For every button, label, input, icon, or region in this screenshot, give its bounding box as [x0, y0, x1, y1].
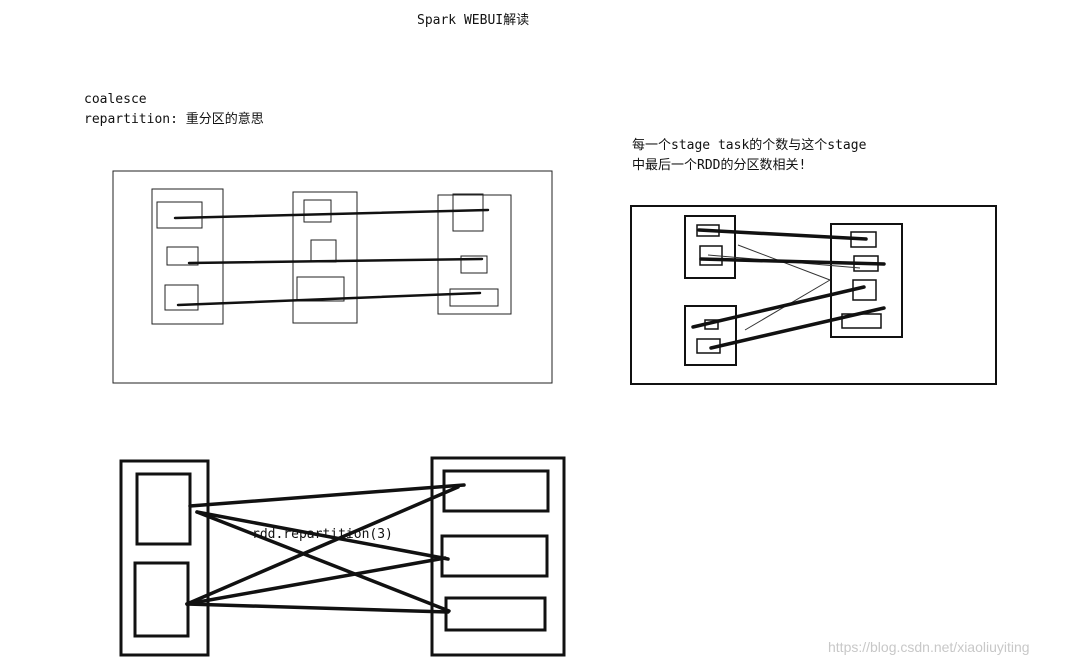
partition — [164, 284, 199, 311]
dependency-line — [173, 208, 490, 220]
partition — [156, 201, 203, 229]
rdd-box-b — [292, 191, 358, 324]
partition — [135, 472, 192, 546]
partition — [442, 469, 550, 513]
partition — [699, 245, 723, 266]
rdd-box-lower — [684, 305, 737, 366]
partition — [166, 246, 199, 266]
shuffle-line — [188, 483, 466, 508]
dependency-line — [691, 285, 866, 329]
shuffle-line — [195, 510, 451, 613]
diagram-title: Spark WEBUI解读 — [417, 13, 530, 28]
repartition-definition: repartition: 重分区的意思 — [84, 112, 264, 127]
partition — [440, 534, 549, 578]
coalesce-diagram — [112, 170, 553, 384]
partition — [460, 255, 488, 274]
coalesce-frame — [112, 170, 553, 384]
shuffle-line — [195, 510, 450, 561]
rdd-box-target — [830, 223, 903, 338]
partition — [296, 276, 345, 302]
stage-frame — [630, 205, 997, 385]
partition — [310, 239, 337, 263]
partition — [452, 193, 484, 232]
shuffle-line — [185, 485, 460, 606]
partition — [303, 199, 332, 223]
stage-task-diagram — [630, 205, 997, 385]
repartition-call-label: rdd.repartition(3) — [252, 527, 393, 542]
rdd-box-source — [119, 459, 210, 657]
rdd-box-upper — [684, 215, 736, 279]
dependency-line — [699, 257, 886, 266]
coalesce-label: coalesce — [84, 92, 147, 107]
dependency-line — [697, 228, 868, 241]
rdd-box-c — [437, 194, 512, 315]
rdd-box-a — [151, 188, 224, 325]
dependency-line — [709, 306, 886, 350]
partition — [133, 561, 190, 638]
stage-note-line-2: 中最后一个RDD的分区数相关! — [632, 158, 807, 173]
stage-note-line-1: 每一个stage task的个数与这个stage — [632, 138, 867, 153]
partition — [449, 288, 499, 307]
partition — [444, 596, 547, 632]
watermark: https://blog.csdn.net/xiaoliuyiting — [828, 639, 1030, 655]
shuffle-line — [185, 602, 450, 614]
dependency-line — [176, 291, 482, 307]
dependency-line — [187, 257, 484, 265]
shuffle-line — [185, 556, 447, 606]
repartition-diagram — [119, 456, 566, 657]
